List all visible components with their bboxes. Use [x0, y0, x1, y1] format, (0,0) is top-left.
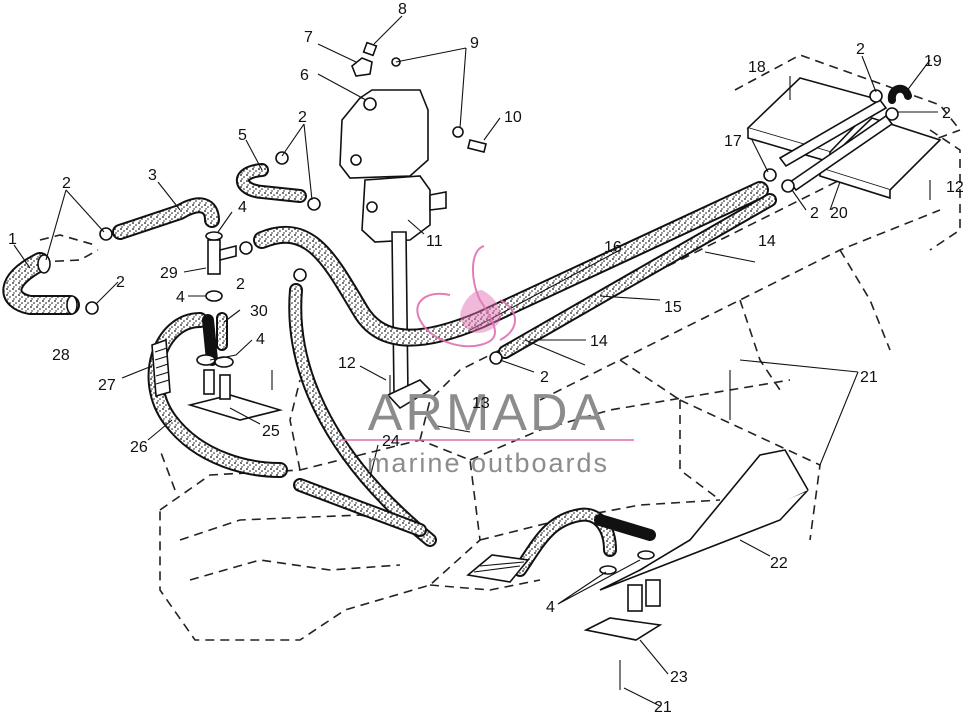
reservoir-cap: [351, 41, 378, 77]
callout-24: 24: [382, 433, 400, 450]
callout-17: 17: [724, 133, 742, 150]
callout-2: 2: [62, 175, 71, 192]
grommets-25: [186, 354, 284, 421]
callout-14: 14: [590, 333, 608, 350]
watermark-logo: [416, 245, 516, 348]
hose-clamps: [85, 89, 899, 365]
callout-4: 4: [238, 199, 247, 216]
coolant-reservoir: [339, 89, 447, 243]
callout-30: 30: [250, 303, 268, 320]
callout-6: 6: [300, 67, 309, 84]
callout-2: 2: [856, 41, 865, 58]
hose-24: [288, 283, 437, 547]
radiator-27: [151, 338, 171, 398]
hose-3: [112, 197, 220, 240]
callout-14: 14: [758, 233, 776, 250]
callout-4: 4: [176, 289, 185, 306]
callout-2: 2: [236, 276, 245, 293]
callout-4: 4: [256, 331, 265, 348]
callout-2: 2: [942, 105, 951, 122]
callout-4: 4: [546, 599, 555, 616]
hose-16: [253, 181, 769, 347]
callout-19: 19: [924, 53, 942, 70]
callout-18: 18: [748, 59, 766, 76]
callout-25: 25: [262, 423, 280, 440]
drain-plug-14: [524, 251, 756, 366]
callout-2: 2: [298, 109, 307, 126]
callout-28: 28: [52, 347, 70, 364]
watermark-tagline: marine outboards: [367, 448, 609, 478]
hose-1: [2, 252, 80, 315]
callout-26: 26: [130, 439, 148, 456]
callout-15: 15: [664, 299, 682, 316]
exchanger-tubes: [778, 84, 912, 192]
callout-2: 2: [540, 369, 549, 386]
callout-7: 7: [304, 29, 313, 46]
tee-fitting-29: [205, 231, 237, 302]
bolt-21: [389, 180, 931, 690]
callout-29: 29: [160, 265, 178, 282]
callout-27: 27: [98, 377, 116, 394]
hose-26: [147, 312, 288, 478]
callout-21: 21: [654, 699, 672, 714]
hose-lower: [513, 507, 656, 577]
callout-22: 22: [770, 555, 788, 572]
bracket-22: [599, 449, 809, 612]
callout-21: 21: [860, 369, 878, 386]
shield-23: [583, 617, 663, 641]
heat-exchanger-20: [818, 117, 942, 200]
reservoir-bracket: [386, 231, 432, 410]
callout-8: 8: [398, 1, 407, 18]
callout-labels: 1 2 2 2 2 2 2 2 2 3 4 4 4 4 5 6 7 8 9 10…: [8, 1, 964, 714]
leader-lines: [13, 15, 938, 707]
callout-16: 16: [604, 239, 622, 256]
callout-1: 1: [8, 231, 17, 248]
callout-11: 11: [426, 233, 443, 250]
deflector-lower: [466, 554, 530, 583]
callout-10: 10: [504, 109, 522, 126]
watermark-brand: ARMADA: [368, 384, 608, 442]
callout-5: 5: [238, 127, 247, 144]
callout-2: 2: [810, 205, 819, 222]
hose-5: [236, 163, 307, 203]
hose-15: [498, 193, 777, 359]
callout-9: 9: [470, 35, 479, 52]
callout-23: 23: [670, 669, 688, 686]
callout-13: 13: [472, 395, 490, 412]
callout-3: 3: [148, 167, 157, 184]
callout-20: 20: [830, 205, 848, 222]
callout-12: 12: [338, 355, 356, 372]
callout-2: 2: [116, 274, 125, 291]
heat-exchanger-18: [746, 77, 882, 164]
callout-12: 12: [946, 179, 964, 196]
